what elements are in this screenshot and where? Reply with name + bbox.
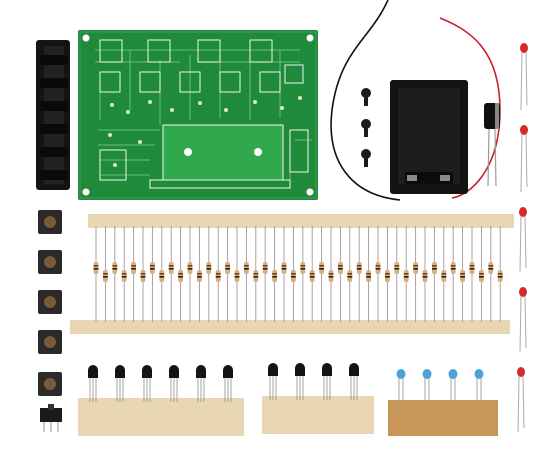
resistor — [394, 226, 400, 322]
transistor — [169, 365, 179, 402]
resistor — [206, 226, 212, 322]
resistor — [131, 226, 136, 322]
red-led — [517, 367, 525, 433]
resistor — [356, 226, 362, 322]
resistor — [140, 226, 146, 322]
blue-led — [448, 369, 458, 402]
pcb-ground-plane — [162, 124, 284, 181]
transistor-strip-middle — [262, 363, 374, 434]
red-led — [519, 287, 527, 353]
resistor — [215, 226, 221, 322]
transistor — [223, 365, 233, 402]
transistor — [349, 363, 359, 400]
resistor — [479, 226, 484, 322]
resistor — [244, 226, 249, 322]
resistor — [262, 226, 268, 322]
blue-led — [422, 369, 432, 402]
push-button — [38, 210, 62, 234]
resistor — [413, 226, 418, 322]
slide-switch — [40, 404, 62, 432]
push-buttons — [38, 210, 62, 396]
battery-holder — [390, 80, 468, 194]
blue-led-strip — [388, 369, 498, 436]
transistor — [322, 363, 332, 400]
resistor — [281, 226, 287, 322]
resistor — [469, 226, 475, 322]
resistor — [225, 226, 230, 322]
resistor-tape — [70, 214, 514, 334]
resistor — [253, 226, 259, 322]
resistor — [168, 226, 174, 322]
push-button — [38, 330, 62, 354]
resistor — [460, 226, 465, 322]
blue-led — [396, 369, 406, 402]
resistor — [366, 226, 371, 322]
red-led — [520, 125, 528, 193]
resistor — [328, 226, 334, 322]
resistor — [93, 226, 99, 322]
pin-header — [36, 40, 70, 190]
resistor — [403, 226, 409, 322]
screw — [361, 149, 371, 167]
pcb-center-hole — [184, 148, 192, 156]
resistor — [497, 226, 503, 322]
resistor — [450, 226, 456, 322]
resistor — [150, 226, 155, 322]
resistor — [291, 226, 296, 322]
transistor — [196, 365, 206, 402]
pcb-board — [78, 30, 318, 200]
transistor — [115, 365, 125, 402]
transistor — [88, 365, 98, 402]
resistor — [422, 226, 428, 322]
resistor — [112, 226, 118, 322]
resistor — [197, 226, 202, 322]
resistor — [234, 226, 240, 322]
transistor-strip-left — [78, 365, 244, 436]
resistor — [187, 226, 193, 322]
pcb-silkscreen — [99, 39, 309, 189]
resistor — [347, 226, 353, 322]
resistor — [338, 226, 343, 322]
resistor — [272, 226, 277, 322]
resistor — [319, 226, 324, 322]
resistor — [300, 226, 306, 322]
red-leds — [517, 43, 528, 433]
push-button — [38, 290, 62, 314]
resistor — [309, 226, 315, 322]
resistor — [385, 226, 390, 322]
transistor — [268, 363, 278, 400]
transistor — [295, 363, 305, 400]
resistor — [121, 226, 127, 322]
resistor — [375, 226, 381, 322]
screw — [361, 119, 371, 137]
resistor — [432, 226, 437, 322]
screw — [361, 88, 371, 106]
electrolytic-capacitor — [484, 103, 500, 187]
red-led — [519, 207, 527, 273]
resistor-row — [93, 226, 503, 322]
resistor — [488, 226, 494, 322]
push-button — [38, 250, 62, 274]
pcb-mounting-holes — [82, 34, 314, 196]
pcb-center-hole — [254, 148, 262, 156]
transistor — [142, 365, 152, 402]
resistor — [103, 226, 108, 322]
screws — [361, 88, 371, 167]
resistor — [178, 226, 183, 322]
pcb-pads — [108, 96, 302, 167]
resistor — [159, 226, 165, 322]
push-button — [38, 372, 62, 396]
blue-led — [474, 369, 484, 402]
resistor — [441, 226, 447, 322]
red-led — [520, 43, 528, 111]
